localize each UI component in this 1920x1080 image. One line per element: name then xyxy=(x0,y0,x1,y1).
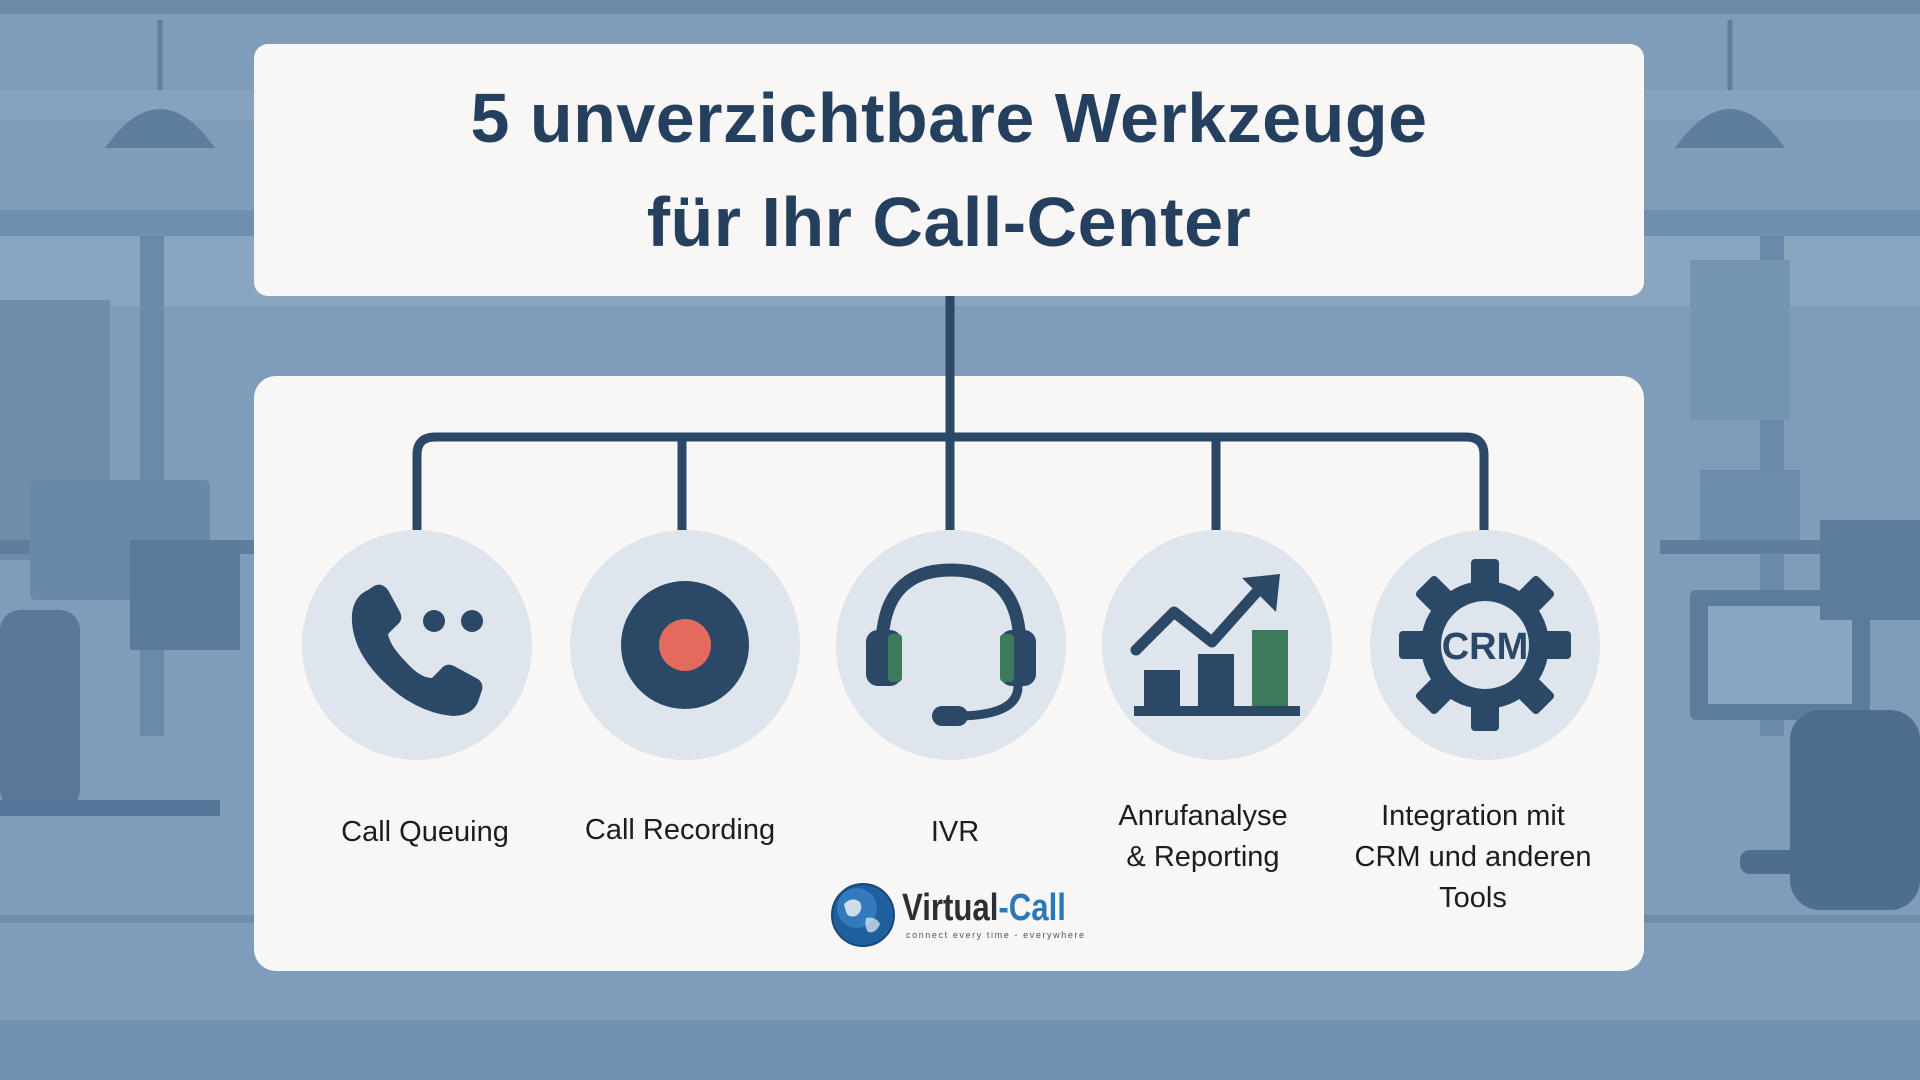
title-line-2: für Ihr Call-Center xyxy=(646,183,1252,261)
tool-label-crm-integration: Integration mit CRM und anderen Tools xyxy=(1354,800,1592,914)
tool-call-recording xyxy=(570,530,800,760)
title-card: 5 unverzichtbare Werkzeuge für Ihr Call-… xyxy=(254,44,1644,296)
crm-gear-icon: CRM xyxy=(1399,559,1571,731)
tool-label-call-recording: Call Recording xyxy=(584,814,776,846)
headset-icon xyxy=(866,563,1036,726)
chart-icon xyxy=(1130,574,1300,716)
globe-icon xyxy=(831,883,895,947)
tool-label-anrufanalyse: Anrufanalyse & Reporting xyxy=(1118,800,1288,873)
tool-ivr xyxy=(836,530,1066,760)
virtual-call-logo: Virtual-Call connect every time - everyw… xyxy=(830,880,1084,950)
title-line-1: 5 unverzichtbare Werkzeuge xyxy=(470,79,1428,157)
brand-tagline: connect every time - everywhere xyxy=(906,930,1086,940)
tool-label-ivr: IVR xyxy=(930,816,980,848)
brand-name: Virtual-Call xyxy=(902,887,1066,929)
tool-call-queuing xyxy=(302,530,532,760)
tool-crm-integration: CRM xyxy=(1370,530,1600,760)
tool-label-call-queuing: Call Queuing xyxy=(341,816,509,848)
tool-anrufanalyse-reporting xyxy=(1102,530,1332,760)
crm-icon-text: CRM xyxy=(1442,626,1529,668)
phone-icon xyxy=(351,584,483,716)
record-icon xyxy=(621,581,749,709)
